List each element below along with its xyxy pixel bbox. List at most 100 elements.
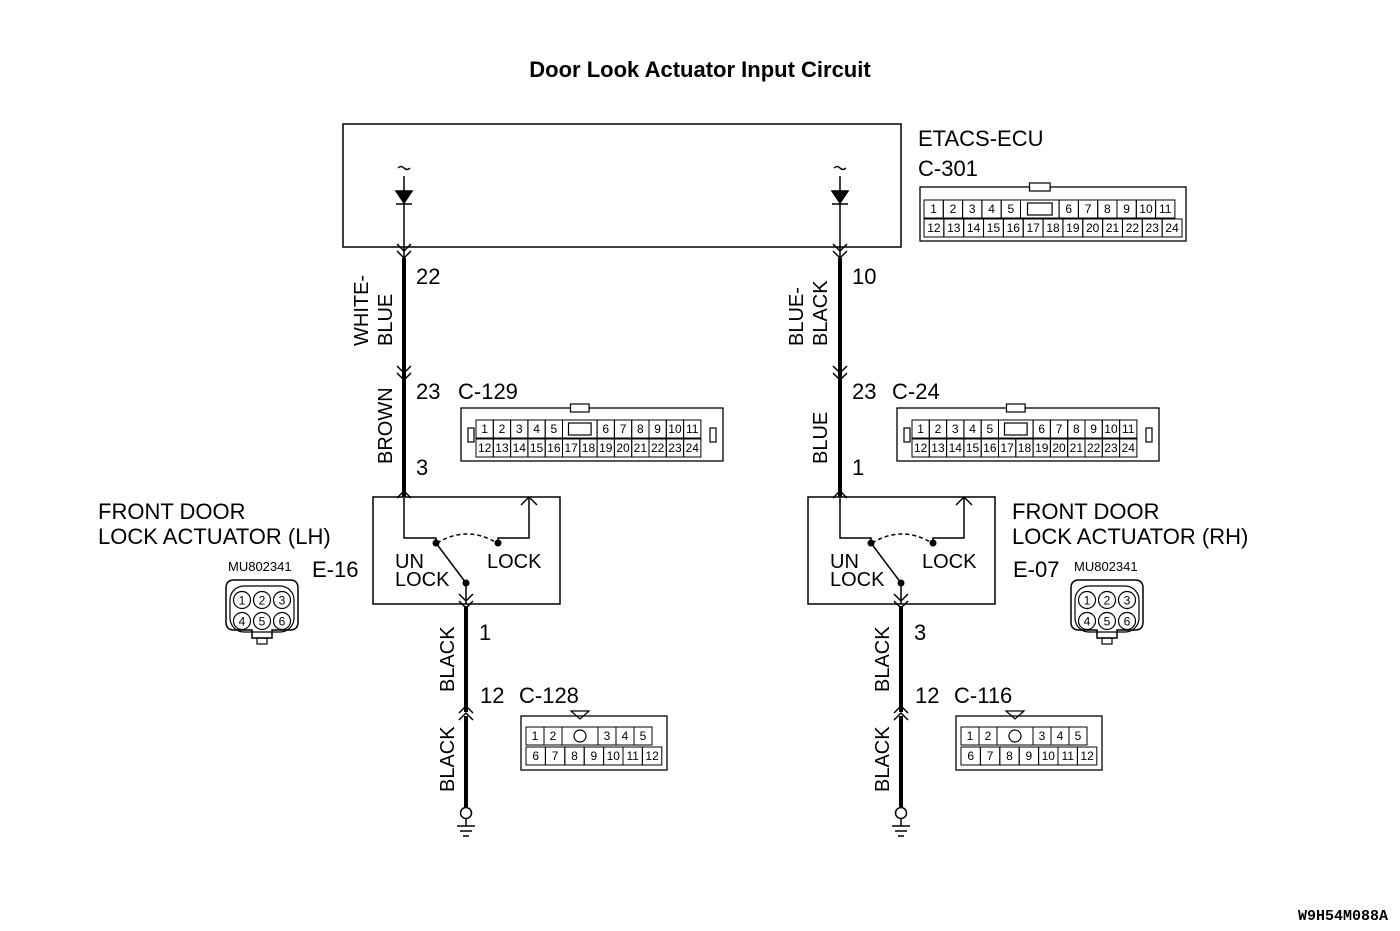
connector-pin-number: 4 [622, 729, 629, 743]
wire-color-label: WHITE- [351, 275, 373, 346]
wire-color-label: BROWN [375, 387, 397, 464]
figure-code: W9H54M088A [1298, 908, 1388, 925]
connector-pin-number: 3 [969, 202, 976, 216]
actuator-connector-code: E-07 [1013, 557, 1059, 582]
actuator-name: FRONT DOOR [98, 499, 245, 524]
connector-pin-number: 12 [1080, 749, 1094, 763]
chevron-act-top-right [832, 489, 848, 499]
pin-label: 10 [852, 264, 876, 289]
lock-label: LOCK [487, 551, 542, 573]
wire-color-label: BLACK [810, 280, 832, 346]
wire-color-label: BLACK [872, 726, 894, 792]
connector-pin-number: 11 [1061, 749, 1074, 763]
actuator-name: LOCK ACTUATOR (LH) [98, 524, 331, 549]
wire-color-label: BLUE- [786, 287, 808, 346]
pin-label: 1 [852, 455, 864, 480]
connector-pin-number: 24 [1122, 441, 1136, 455]
chevron-act-top-left [396, 489, 412, 499]
connector-pin-number: 16 [547, 441, 561, 455]
connector-pin-number: 14 [513, 441, 527, 455]
chevron-ecu-right [832, 243, 848, 260]
connector-pin-number: 3 [1124, 594, 1131, 608]
connector-pin-number: 20 [616, 441, 630, 455]
connector-pin-number: 10 [1042, 749, 1056, 763]
connector-pin-number: 9 [654, 422, 661, 436]
connector-pin-number: 14 [967, 221, 981, 235]
ground-icon [457, 819, 475, 837]
connector-pin-number: 5 [640, 729, 647, 743]
connector-pin-number: 2 [935, 422, 942, 436]
switch-pivot [462, 579, 470, 587]
pin-label: 23 [852, 379, 876, 404]
connector-pin-number: 15 [987, 221, 1001, 235]
connector-pin-number: 3 [279, 594, 286, 608]
connector-pin-number: 11 [626, 749, 639, 763]
ecu-diode-left [394, 165, 414, 262]
connector-pin-number: 4 [969, 422, 976, 436]
etacs-ecu-box [342, 123, 902, 248]
wire-color-label: BLACK [437, 726, 459, 792]
connector-pin-number: 6 [967, 749, 974, 763]
connector-pin-number: 17 [1000, 441, 1014, 455]
connector-pin-number: 9 [1090, 422, 1097, 436]
connector-pin-number: 4 [1057, 729, 1064, 743]
connector-pin-number: 8 [637, 422, 644, 436]
switch-contact [867, 539, 875, 547]
connector-pin-number: 20 [1086, 221, 1100, 235]
connector-pin-number: 23 [1146, 221, 1160, 235]
pin-label: 3 [416, 455, 428, 480]
connector-code: C-129 [458, 379, 518, 404]
connector-pin-number: 6 [1124, 615, 1131, 629]
chevron-c24 [832, 365, 848, 382]
ecu-diode-right [830, 165, 850, 262]
actuator-name: LOCK ACTUATOR (RH) [1012, 524, 1248, 549]
connector-pin-number: 4 [533, 422, 540, 436]
connector-pin-number: 13 [931, 441, 945, 455]
unlock-label: UN [830, 551, 859, 573]
ecu-name: ETACS-ECU [918, 126, 1044, 151]
unlock-label: LOCK [395, 569, 450, 591]
connector-pin-number: 7 [1085, 202, 1092, 216]
connector-pin-number: 7 [620, 422, 627, 436]
connector-pin-number: 18 [1018, 441, 1032, 455]
connector-pin-number: 1 [930, 202, 937, 216]
connector-pin-number: 4 [988, 202, 995, 216]
switch-contact [929, 539, 937, 547]
part-number: MU802341 [1074, 559, 1138, 574]
wire-color-label: BLACK [437, 626, 459, 692]
connector-pin-number: 12 [914, 441, 928, 455]
pin-label: 3 [914, 620, 926, 645]
unlock-label: UN [395, 551, 424, 573]
wire-color-label: BLACK [872, 626, 894, 692]
connector-pin-number: 18 [582, 441, 596, 455]
diagram-title: Door Look Actuator Input Circuit [529, 57, 871, 82]
connector-pin-number: 12 [927, 221, 941, 235]
ground-icon [892, 819, 910, 837]
switch-contact [494, 539, 502, 547]
connector-pin-number: 1 [917, 422, 924, 436]
connector-pin-number: 7 [552, 749, 559, 763]
connector-pin-number: 23 [1104, 441, 1118, 455]
pin-label: 1 [479, 620, 491, 645]
connector-pin-number: 24 [686, 441, 700, 455]
connector-pin-number: 10 [1139, 202, 1153, 216]
pin-label: 12 [915, 683, 939, 708]
connector-pin-number: 5 [259, 615, 266, 629]
connector-pin-number: 2 [950, 202, 957, 216]
connector-pin-number: 11 [1159, 202, 1172, 216]
connector-pin-number: 10 [668, 422, 682, 436]
connector-pin-number: 19 [1035, 441, 1049, 455]
ecu-connector-code: C-301 [918, 156, 978, 181]
ground-terminal [459, 806, 473, 820]
connector-code: C-128 [519, 683, 579, 708]
connector-pin-number: 21 [1106, 221, 1120, 235]
connector-pin-number: 17 [1026, 221, 1040, 235]
connector-pin-number: 23 [668, 441, 682, 455]
connector-pin-number: 4 [1084, 615, 1091, 629]
chevron-ecu-left [396, 243, 412, 260]
